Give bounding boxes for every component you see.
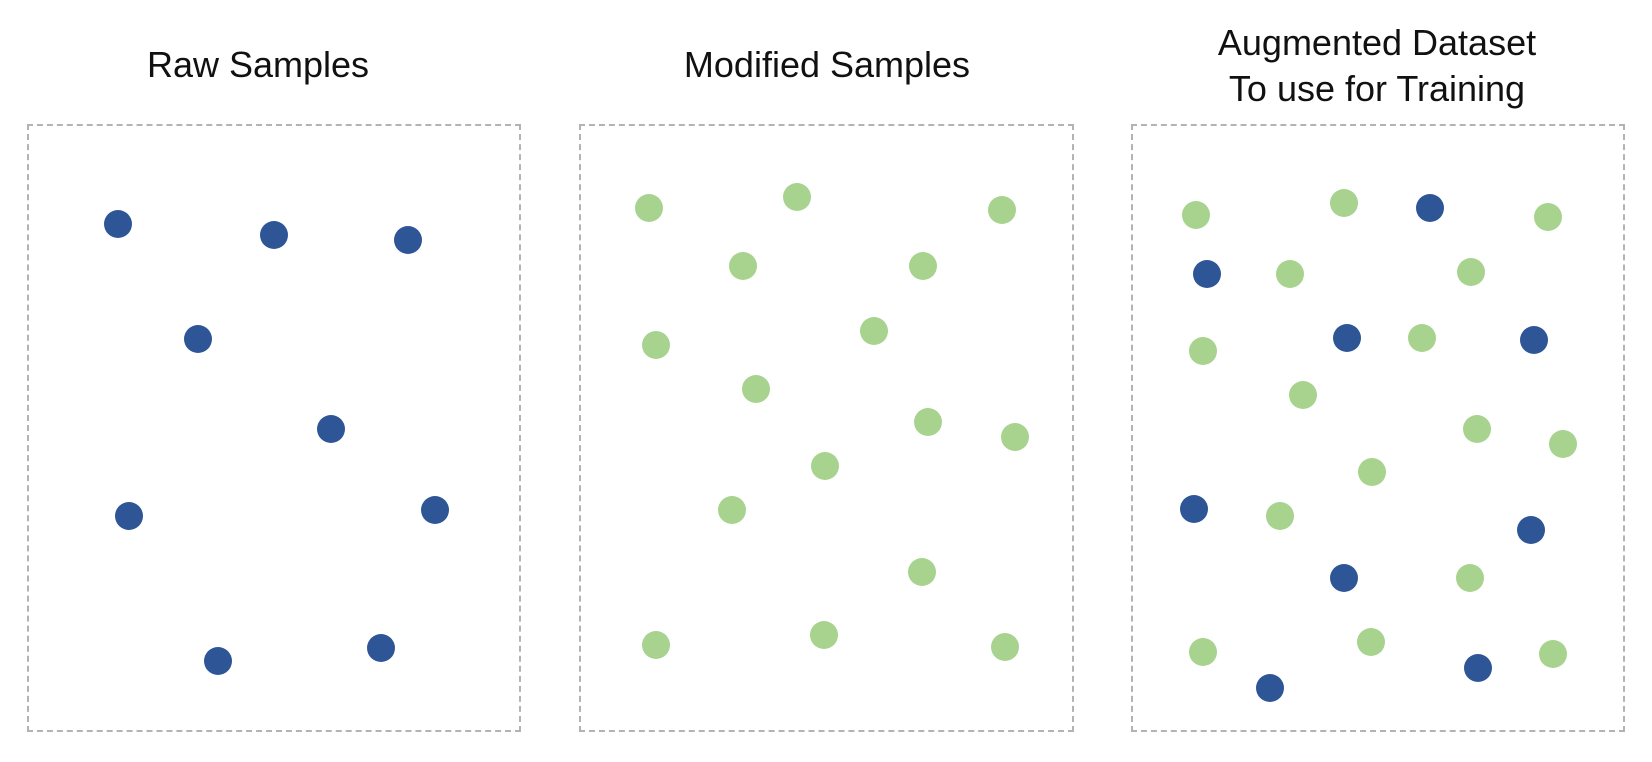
raw-sample-dot bbox=[367, 634, 395, 662]
modified-sample-dot bbox=[988, 196, 1016, 224]
modified-sample-dot bbox=[783, 183, 811, 211]
modified-sample-dot bbox=[1276, 260, 1304, 288]
raw-sample-dot bbox=[1180, 495, 1208, 523]
modified-sample-dot bbox=[1189, 337, 1217, 365]
modified-sample-dot bbox=[1534, 203, 1562, 231]
raw-sample-dot bbox=[260, 221, 288, 249]
modified-sample-dot bbox=[642, 631, 670, 659]
raw-sample-dot bbox=[1520, 326, 1548, 354]
panel-title-raw-samples: Raw Samples bbox=[146, 44, 370, 85]
modified-sample-dot bbox=[642, 331, 670, 359]
raw-sample-dot bbox=[184, 325, 212, 353]
modified-sample-dot bbox=[1001, 423, 1029, 451]
raw-sample-dot bbox=[394, 226, 422, 254]
modified-sample-dot bbox=[1539, 640, 1567, 668]
modified-sample-dot bbox=[729, 252, 757, 280]
modified-sample-dot bbox=[1549, 430, 1577, 458]
modified-sample-dot bbox=[718, 496, 746, 524]
modified-sample-dot bbox=[1456, 564, 1484, 592]
modified-sample-dot bbox=[1330, 189, 1358, 217]
modified-sample-dot bbox=[1357, 628, 1385, 656]
modified-sample-dot bbox=[811, 452, 839, 480]
raw-sample-dot bbox=[1416, 194, 1444, 222]
modified-sample-dot bbox=[1266, 502, 1294, 530]
modified-sample-dot bbox=[860, 317, 888, 345]
modified-sample-dot bbox=[1189, 638, 1217, 666]
panel-raw-samples bbox=[27, 124, 521, 732]
modified-sample-dot bbox=[908, 558, 936, 586]
modified-sample-dot bbox=[991, 633, 1019, 661]
raw-sample-dot bbox=[1333, 324, 1361, 352]
modified-sample-dot bbox=[1408, 324, 1436, 352]
modified-sample-dot bbox=[1358, 458, 1386, 486]
panel-augmented-dataset bbox=[1131, 124, 1625, 732]
panel-title-modified-samples: Modified Samples bbox=[683, 44, 971, 85]
raw-sample-dot bbox=[1464, 654, 1492, 682]
raw-sample-dot bbox=[115, 502, 143, 530]
modified-sample-dot bbox=[1289, 381, 1317, 409]
raw-sample-dot bbox=[1517, 516, 1545, 544]
panel-modified-samples bbox=[579, 124, 1074, 732]
raw-sample-dot bbox=[204, 647, 232, 675]
panel-title-augmented-dataset: Augmented Dataset To use for Training bbox=[1217, 22, 1537, 109]
modified-sample-dot bbox=[635, 194, 663, 222]
raw-sample-dot bbox=[1193, 260, 1221, 288]
raw-sample-dot bbox=[104, 210, 132, 238]
modified-sample-dot bbox=[909, 252, 937, 280]
modified-sample-dot bbox=[810, 621, 838, 649]
modified-sample-dot bbox=[742, 375, 770, 403]
raw-sample-dot bbox=[1330, 564, 1358, 592]
modified-sample-dot bbox=[1182, 201, 1210, 229]
raw-sample-dot bbox=[317, 415, 345, 443]
modified-sample-dot bbox=[1463, 415, 1491, 443]
modified-sample-dot bbox=[1457, 258, 1485, 286]
modified-sample-dot bbox=[914, 408, 942, 436]
raw-sample-dot bbox=[1256, 674, 1284, 702]
raw-sample-dot bbox=[421, 496, 449, 524]
